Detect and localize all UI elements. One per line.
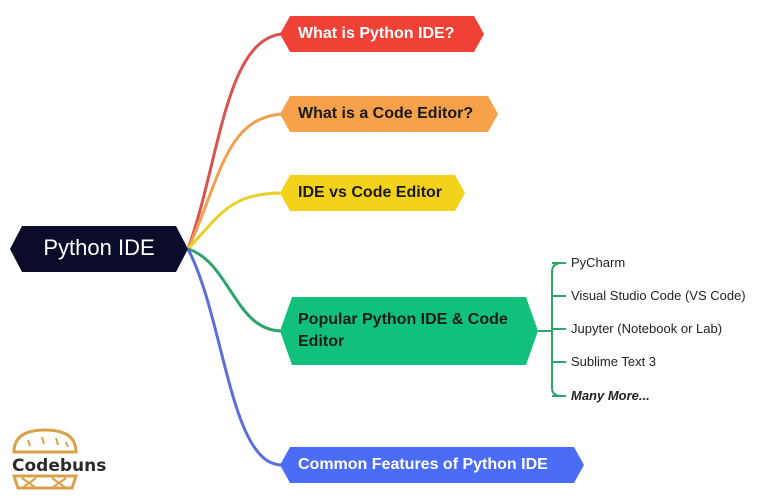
branch-label-features: Common Features of Python IDE bbox=[298, 456, 548, 473]
codebuns-logo-text: Codebuns bbox=[12, 456, 107, 476]
leaf-sublime: Sublime Text 3 bbox=[571, 354, 657, 369]
connector-what-is-ide bbox=[186, 32, 283, 250]
root-label: Python IDE bbox=[43, 235, 155, 260]
leaf-vscode: Visual Studio Code (VS Code) bbox=[571, 288, 746, 303]
connector-features bbox=[186, 248, 283, 467]
connector-code-editor bbox=[186, 112, 283, 250]
branch-label-code-editor: What is a Code Editor? bbox=[298, 105, 474, 122]
node-what-is-ide bbox=[280, 16, 484, 52]
leaf-jupyter: Jupyter (Notebook or Lab) bbox=[571, 321, 723, 336]
branch-label-popular-line-2: Editor bbox=[298, 333, 345, 350]
branch-label-popular-line-1: Popular Python IDE & Code bbox=[298, 311, 508, 328]
codebuns-logo-icon bbox=[11, 428, 79, 490]
branch-label-ide-vs-editor: IDE vs Code Editor bbox=[298, 184, 443, 201]
leaf-many-more: Many More... bbox=[571, 388, 650, 403]
node-popular bbox=[280, 297, 538, 365]
connector-popular bbox=[187, 247, 283, 333]
leaf-pycharm: PyCharm bbox=[571, 255, 626, 270]
node-ide-vs-editor bbox=[280, 175, 465, 211]
node-code-editor bbox=[280, 96, 498, 132]
node-features bbox=[280, 447, 584, 483]
connector-ide-vs-editor bbox=[186, 191, 283, 251]
root-node bbox=[10, 226, 188, 272]
branch-label-what-is-ide: What is Python IDE? bbox=[298, 25, 455, 42]
branch-label-popular: Popular Python IDE & Code Editor bbox=[280, 297, 538, 365]
